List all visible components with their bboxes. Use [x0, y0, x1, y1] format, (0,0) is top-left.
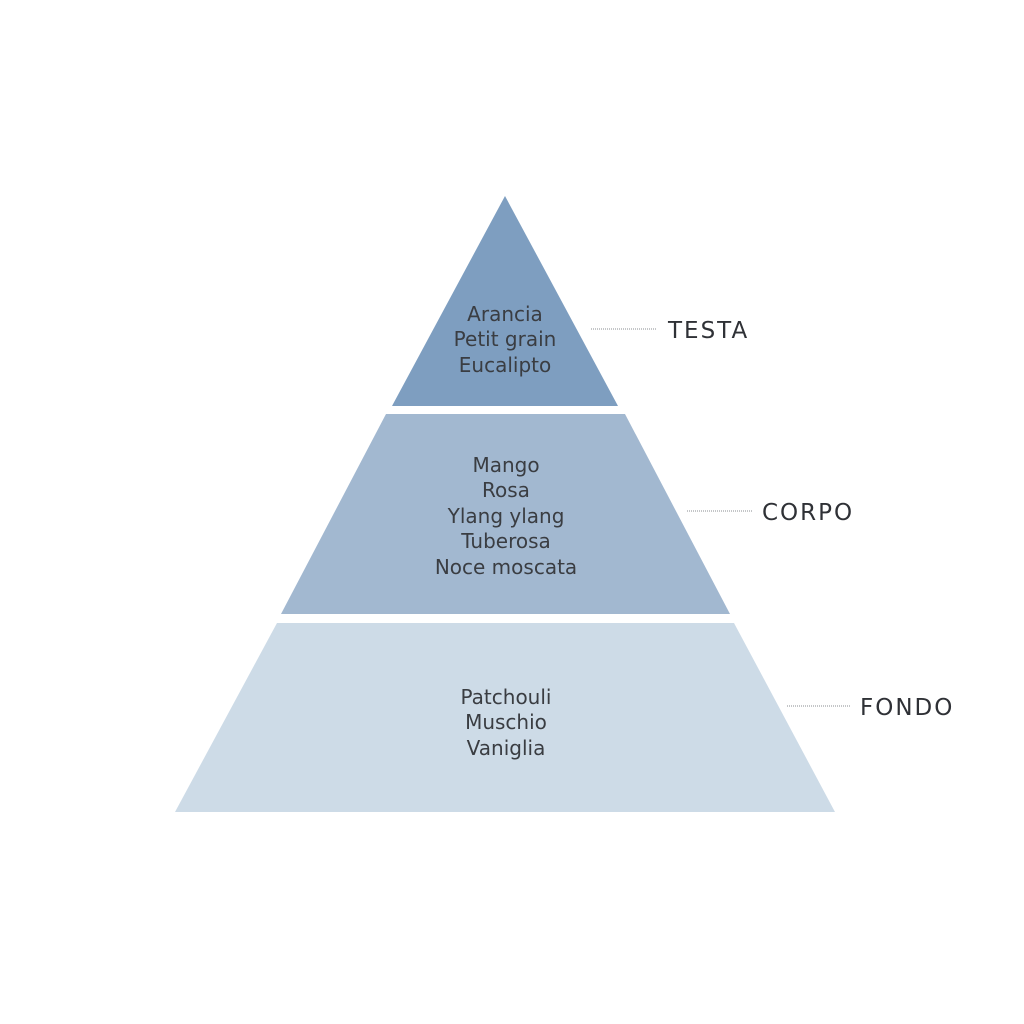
tier-bottom-note-2: Muschio [465, 710, 547, 734]
tier-middle-note-3: Ylang ylang [447, 504, 565, 528]
tier-middle-note-4: Tuberosa [460, 529, 551, 553]
tier-bottom-note-3: Vaniglia [467, 736, 546, 760]
tier-top: Arancia Petit grain Eucalipto TESTA [392, 196, 749, 406]
tier-middle: Mango Rosa Ylang ylang Tuberosa Noce mos… [281, 414, 854, 614]
tier-top-note-2: Petit grain [454, 327, 557, 351]
tier-middle-note-1: Mango [472, 453, 539, 477]
tier-bottom-label: FONDO [860, 695, 954, 721]
tier-top-note-1: Arancia [467, 302, 543, 326]
tier-middle-shape [281, 414, 730, 614]
tier-top-note-3: Eucalipto [459, 353, 551, 377]
tier-top-label: TESTA [667, 318, 749, 344]
tier-middle-note-2: Rosa [482, 478, 530, 502]
tier-top-shape [392, 196, 618, 406]
tier-bottom-shape [175, 623, 835, 812]
tier-middle-label: CORPO [762, 500, 854, 526]
tier-bottom: Patchouli Muschio Vaniglia FONDO [175, 623, 954, 812]
tier-middle-note-5: Noce moscata [435, 555, 577, 579]
tier-bottom-note-1: Patchouli [461, 685, 552, 709]
